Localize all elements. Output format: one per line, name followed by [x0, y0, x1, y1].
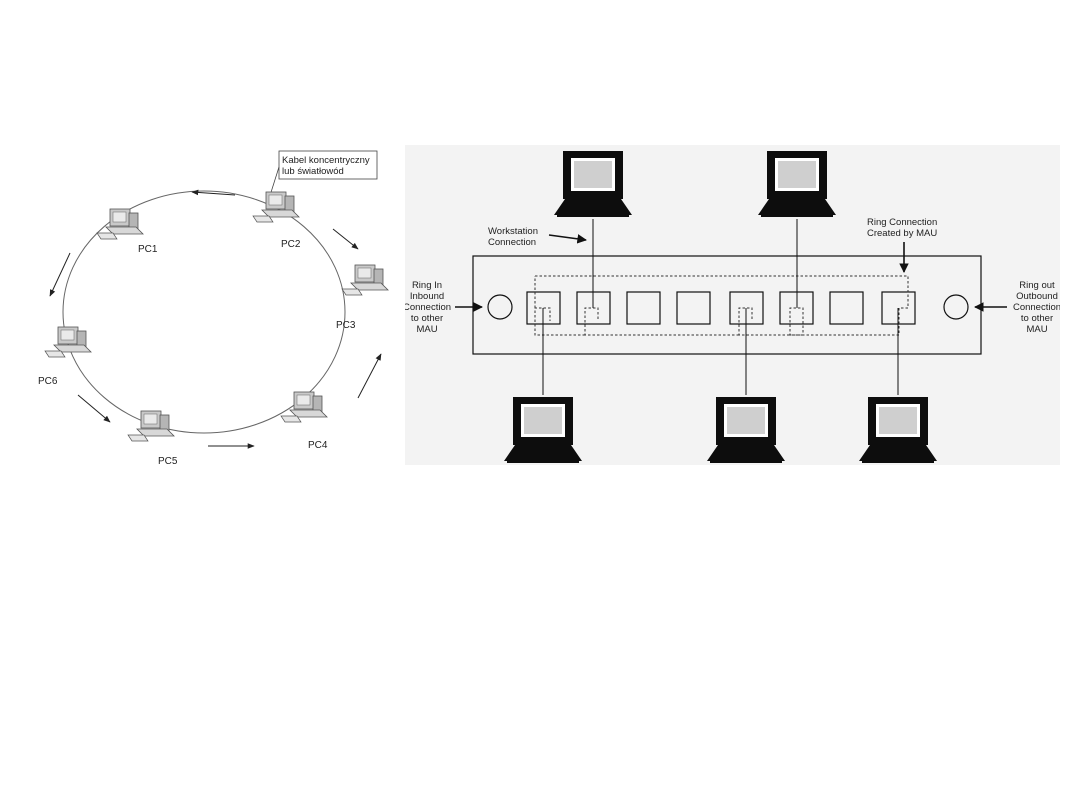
ring-out-line-3: Connection — [1013, 302, 1060, 313]
flow-arrow — [49, 252, 71, 297]
pc1-computer-icon — [96, 208, 144, 240]
pc1-label: PC1 — [138, 244, 158, 255]
ring-out-line-1: Ring out — [1019, 280, 1055, 291]
ring-out-port — [943, 294, 969, 320]
ring-out-line-5: MAU — [1026, 324, 1047, 335]
mau-diagram-svg: Workstation Connection Ring Connection C… — [405, 151, 1060, 463]
mau-port-4 — [676, 291, 711, 325]
workstation-laptop-icon — [758, 151, 836, 217]
pc4-label: PC4 — [308, 440, 328, 451]
ring-connection-label-2: Created by MAU — [867, 228, 937, 239]
workstation-laptop-icon — [554, 151, 632, 217]
mau-port-7 — [829, 291, 864, 325]
flow-arrow — [357, 353, 382, 399]
flow-arrow — [191, 189, 236, 196]
mau-diagram: Workstation Connection Ring Connection C… — [405, 145, 1060, 465]
pc5-label: PC5 — [158, 456, 178, 467]
ring-in-line-1: Ring In — [412, 280, 442, 291]
ring-topology-svg: Kabel koncentryczny lub światłowód PC1 P… — [38, 150, 389, 467]
ring-out-label: Ring out Outbound Connection to other MA… — [1013, 280, 1060, 335]
pc4-computer-icon — [280, 391, 328, 423]
ring-cable — [62, 190, 346, 434]
workstation-laptop-icon — [859, 397, 937, 463]
pc6-computer-icon — [44, 326, 92, 358]
callout-box — [278, 150, 378, 180]
ring-connection-label-1: Ring Connection — [867, 217, 937, 228]
pc2-label: PC2 — [281, 239, 301, 250]
callout-text-1: Kabel koncentryczny — [282, 155, 370, 166]
workstation-laptop-icon — [504, 397, 582, 463]
flow-arrow — [77, 394, 111, 423]
ring-in-line-5: MAU — [416, 324, 437, 335]
ring-in-line-2: Inbound — [410, 291, 444, 302]
callout-text-2: lub światłowód — [282, 166, 344, 177]
ring-in-port — [487, 294, 513, 320]
pc3-computer-icon — [341, 264, 389, 296]
ring-topology-diagram: Kabel koncentryczny lub światłowód PC1 P… — [22, 145, 390, 470]
ring-in-line-3: Connection — [405, 302, 451, 313]
pc6-label: PC6 — [38, 376, 58, 387]
workstation-connection-label-2: Connection — [488, 237, 536, 248]
ring-out-line-2: Outbound — [1016, 291, 1058, 302]
workstation-connection-label-1: Workstation — [488, 226, 538, 237]
flow-arrow — [332, 228, 359, 250]
pc3-label: PC3 — [336, 320, 356, 331]
workstation-laptop-icon — [707, 397, 785, 463]
workstation-arrow — [548, 234, 587, 244]
internal-ring-path — [534, 275, 909, 336]
ring-in-line-4: to other — [411, 313, 443, 324]
ring-in-label: Ring In Inbound Connection to other MAU — [405, 280, 451, 335]
mau-port-3 — [626, 291, 661, 325]
ring-out-line-4: to other — [1021, 313, 1053, 324]
pc5-computer-icon — [127, 410, 175, 442]
